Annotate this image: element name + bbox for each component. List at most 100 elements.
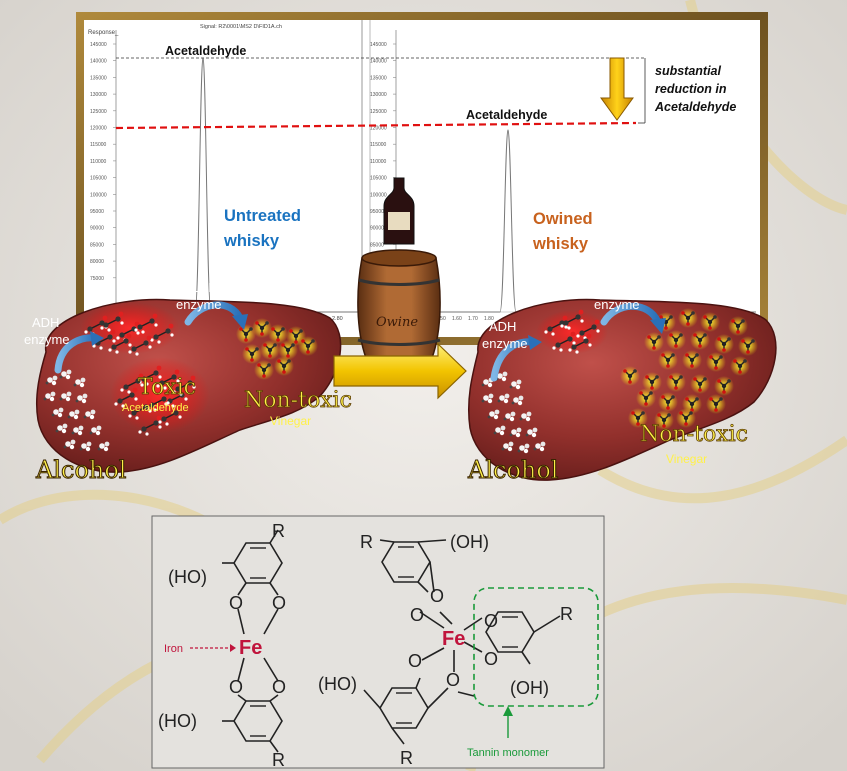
alcohol-molecule-icon (73, 377, 86, 388)
y-right-tick-label: 125000 (370, 109, 387, 115)
y-right-tick-label: 100000 (370, 192, 387, 198)
vinegar-molecule-icon (676, 408, 696, 428)
y-left-tick-label: 95000 (90, 209, 104, 215)
peak-owined (396, 129, 756, 313)
y-right-tick-label: 115000 (370, 142, 387, 148)
left-o-1: O (229, 593, 243, 613)
right-oh-top: (OH) (450, 532, 489, 552)
left-r-bottom: R (272, 750, 285, 770)
right-r-top: R (360, 532, 373, 552)
right-o-6: O (446, 670, 460, 690)
right-o-5: O (408, 651, 422, 671)
left-r-top: R (272, 521, 285, 541)
vinegar-molecule-icon (738, 336, 758, 356)
acetaldehyde-molecule-icon (120, 373, 144, 394)
y-left-tick-label: 135000 (90, 75, 107, 81)
left-alcohol-molecules (43, 369, 110, 452)
vinegar-molecule-icon (714, 376, 734, 396)
alcohol-molecule-icon (509, 427, 522, 438)
left-ho-bottom: (HO) (158, 711, 197, 731)
chromatogram-header-left: Response_ (88, 30, 119, 36)
left-o-4: O (272, 677, 286, 697)
y-right-tick-label: 140000 (370, 59, 387, 65)
left-adh-arrowhead (90, 331, 104, 346)
y-left-tick-label: 100000 (90, 192, 107, 198)
right-ho-bottom: (HO) (318, 674, 357, 694)
barrel-top (361, 249, 437, 267)
right-aldh-label-1: ALDH (601, 280, 636, 295)
left-toxic-label: Toxic (138, 375, 196, 400)
vinegar-molecule-icon (636, 388, 656, 408)
right-oh-side: (OH) (510, 678, 549, 698)
acetaldehyde-molecule-icon (128, 399, 152, 420)
vinegar-molecule-icon (628, 408, 648, 428)
right-o-2: O (430, 586, 444, 606)
y-right-tick-label: 120000 (370, 126, 387, 132)
vinegar-molecule-icon (690, 374, 710, 394)
y-left-tick-label: 80000 (90, 259, 104, 265)
x-tick-left: 2.80 (332, 316, 343, 322)
acetaldehyde-molecule-icon (138, 415, 162, 436)
vinegar-molecule-icon (658, 350, 678, 370)
y-left-tick-label: 90000 (90, 226, 104, 232)
right-alcohol-molecules (481, 371, 546, 454)
alcohol-molecule-icon (493, 425, 506, 436)
barrel-bottle-group: Owine (357, 177, 441, 359)
left-vinegar-label: Vinegar (270, 414, 311, 428)
acetaldehyde-molecule-icon (134, 313, 158, 334)
vinegar-molecule-icon (700, 312, 720, 332)
sample-label-owined-2: whisky (532, 235, 589, 253)
y-right-tick-label: 85000 (370, 242, 384, 248)
acetaldehyde-molecule-icon (544, 315, 568, 336)
alcohol-molecule-icon (59, 369, 72, 380)
vinegar-molecule-icon (260, 340, 280, 360)
vinegar-molecule-icon (666, 330, 686, 350)
y-left-tick-label: 125000 (90, 109, 107, 115)
vinegar-molecule-icon (274, 356, 294, 376)
acetaldehyde-molecule-icon (172, 375, 196, 396)
x-tick-label: 1.70 (468, 316, 478, 322)
y-right-tick-label: 135000 (370, 75, 387, 81)
acetaldehyde-molecule-icon (158, 405, 182, 426)
y-left-tick-label: 130000 (90, 92, 107, 98)
acetaldehyde-molecule-icon (156, 369, 180, 390)
left-acetaldehyde-molecules (84, 311, 196, 436)
acetaldehyde-molecule-icon (138, 365, 162, 386)
acetaldehyde-molecule-icon (576, 319, 600, 340)
y-right-tick-label: 130000 (370, 92, 387, 98)
vinegar-molecule-icon (654, 410, 674, 430)
alcohol-molecule-icon (481, 377, 494, 388)
iron-label: Iron (164, 643, 183, 655)
alcohol-molecule-icon (83, 409, 96, 420)
vinegar-molecule-icon (236, 324, 256, 344)
right-acetaldehyde-molecules (544, 309, 600, 354)
left-fe: Fe (239, 637, 262, 659)
left-liver-group: ADH enzyme ALDH enzyme Toxic Acetaldehyd… (24, 280, 352, 485)
acetaldehyde-molecule-icon (116, 321, 140, 342)
alcohol-molecule-icon (519, 411, 532, 422)
y-right-tick-label: 105000 (370, 176, 387, 182)
alcohol-molecule-icon (79, 441, 92, 452)
left-ho-top: (HO) (168, 567, 207, 587)
right-liver-group: ADH enzyme ALDH enzyme Non-toxic Vinegar… (467, 280, 777, 485)
acetaldehyde-molecule-icon (552, 331, 576, 352)
alcohol-molecule-icon (503, 411, 516, 422)
alcohol-molecule-icon (63, 439, 76, 450)
alcohol-molecule-icon (45, 375, 58, 386)
acetaldehyde-molecule-icon (150, 323, 174, 344)
chromatogram-header-center: Signal: R2\0001\MS2 D\FID1A.ch (200, 24, 282, 30)
sample-label-owined-1: Owined (533, 210, 593, 228)
alcohol-molecule-icon (51, 407, 64, 418)
structure-panel: R (HO) O O Fe O O (HO) R Iron (151, 515, 605, 770)
y-left-tick-label: 115000 (90, 142, 107, 148)
reduced-peak-reference-line (115, 121, 637, 130)
barrel-hoop-2 (357, 338, 441, 346)
vinegar-molecule-icon (644, 332, 664, 352)
vinegar-molecule-icon (252, 318, 272, 338)
left-o-3: O (229, 677, 243, 697)
right-adh-arrowhead (528, 335, 542, 350)
vinegar-molecule-icon (682, 350, 702, 370)
right-o-1: O (410, 605, 424, 625)
y-right-tick-label: 145000 (370, 42, 387, 48)
